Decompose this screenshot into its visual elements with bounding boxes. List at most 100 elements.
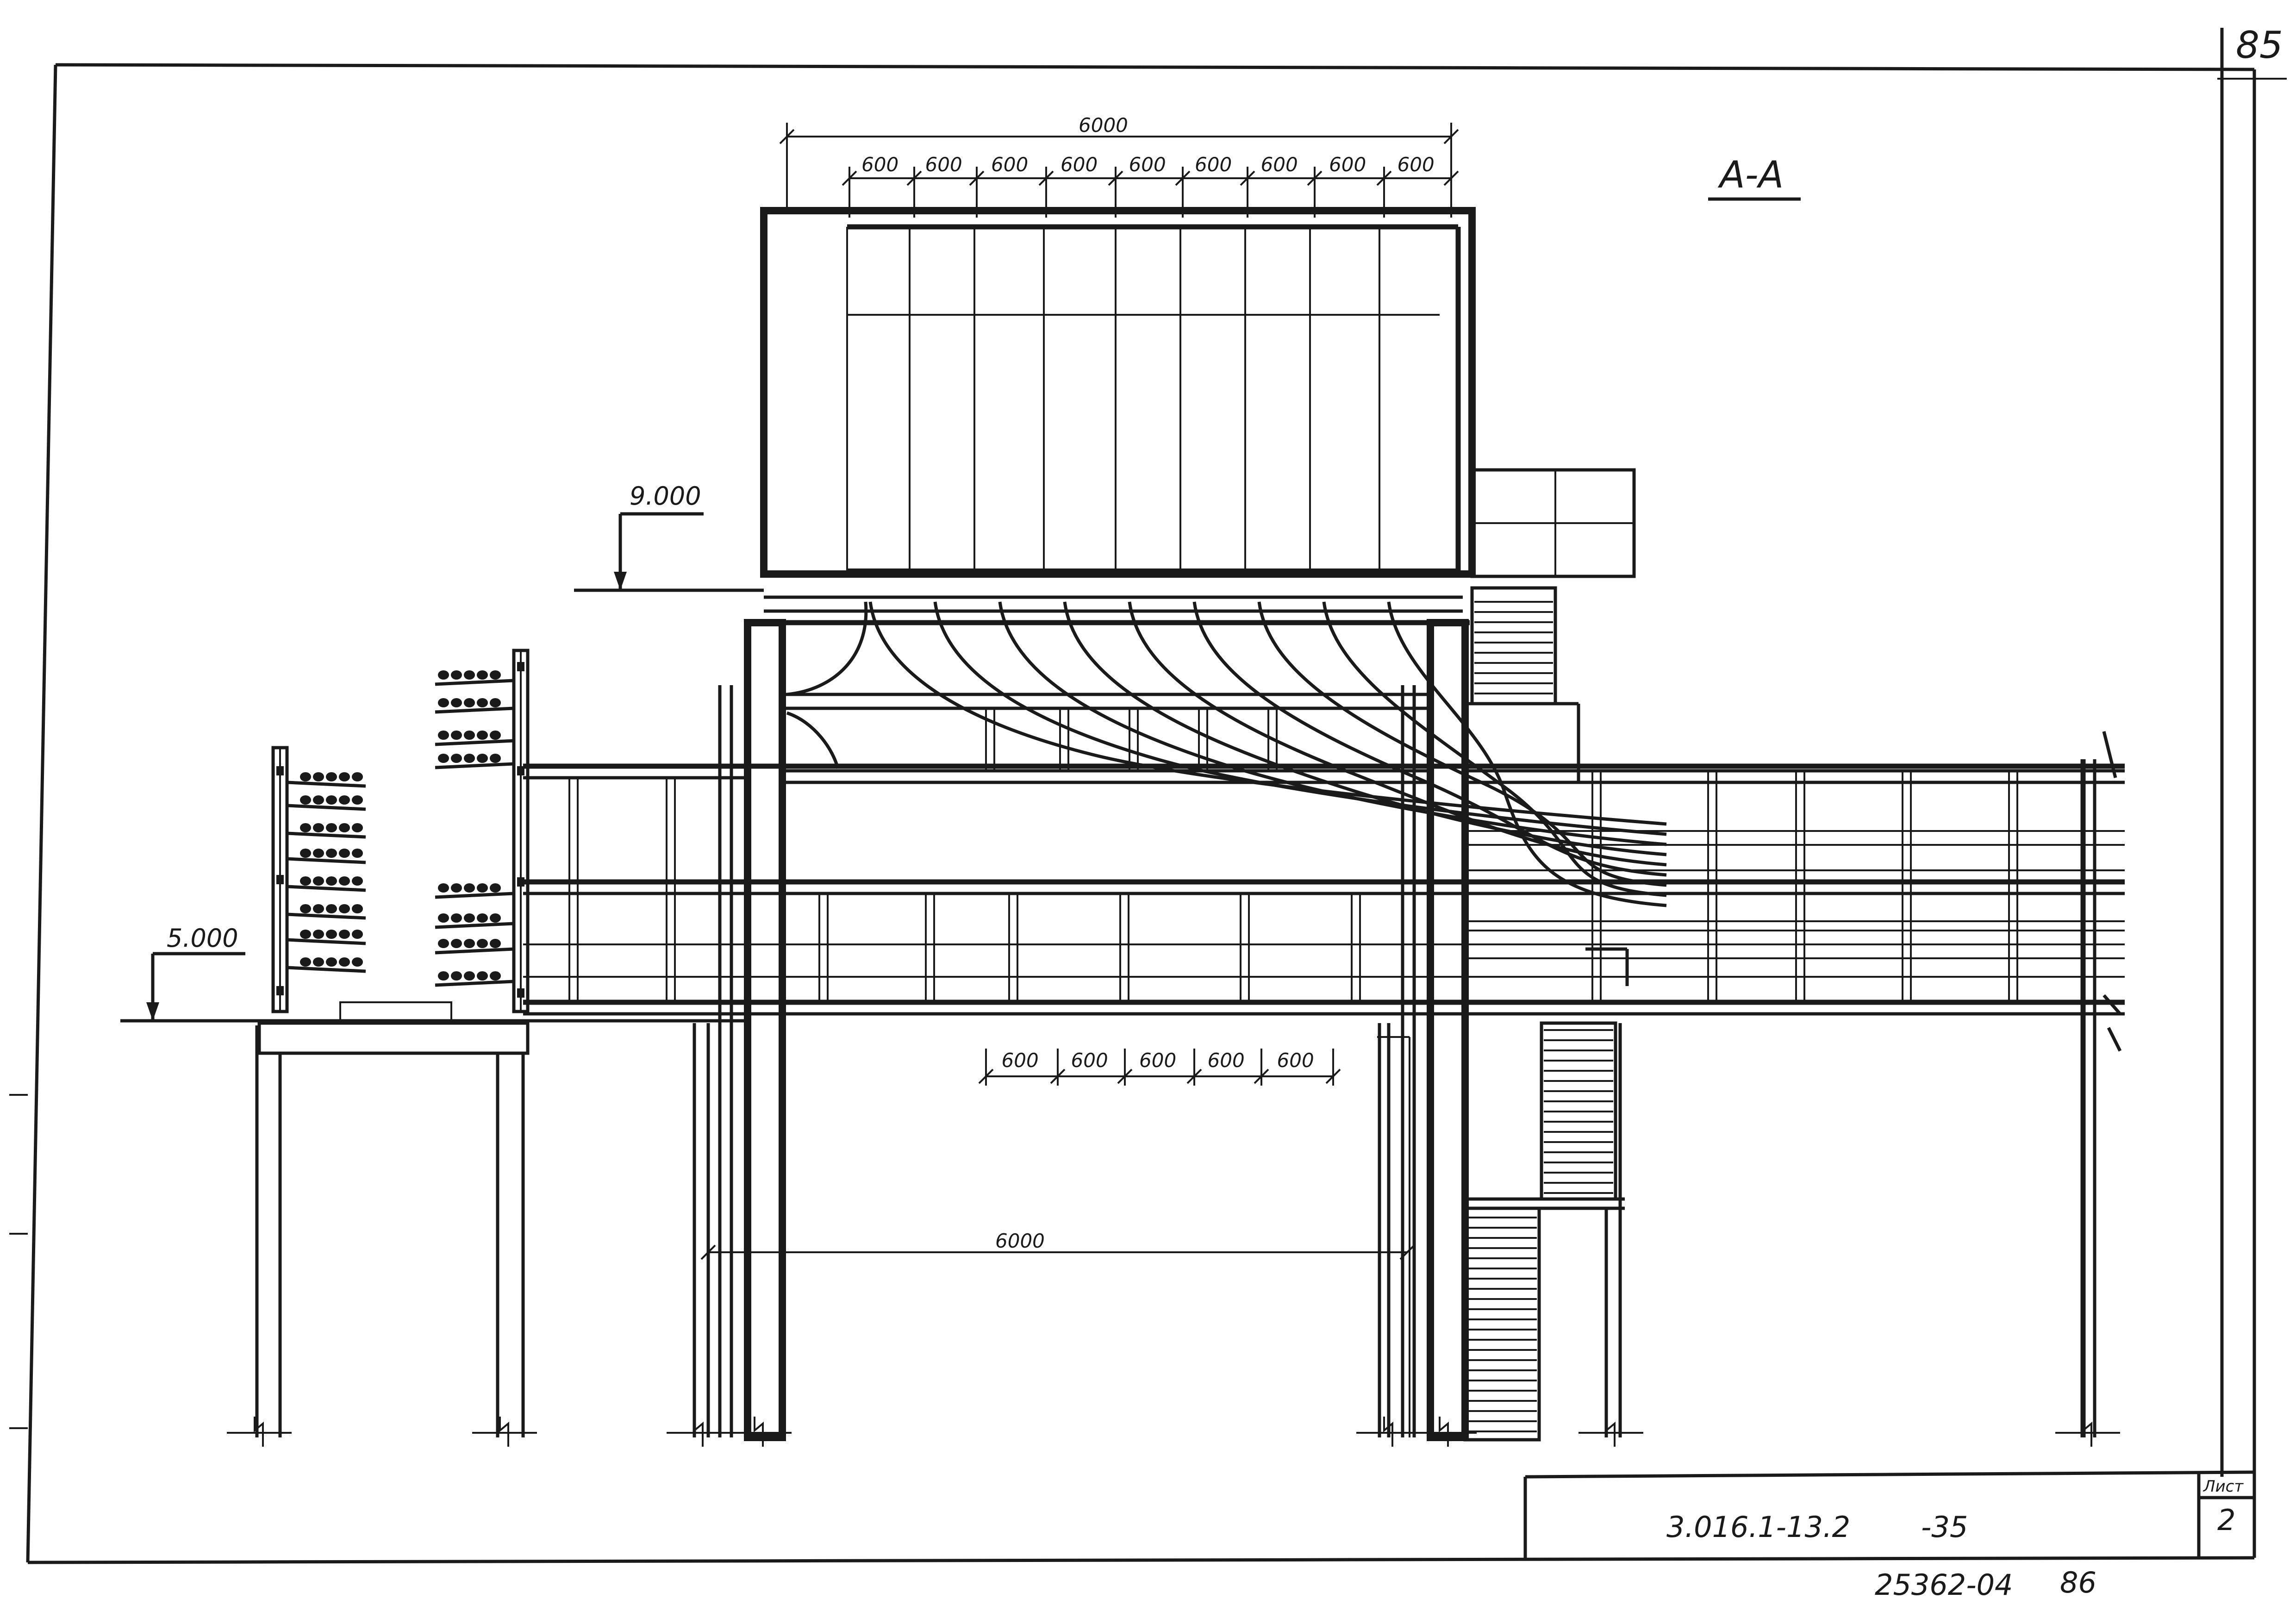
break-mark (693, 1417, 704, 1447)
insulator-disc (339, 772, 350, 781)
insulator-disc (477, 939, 488, 948)
insulator-disc (352, 795, 363, 805)
insulator-disc (464, 754, 475, 763)
sheet-frame (9, 28, 2287, 1564)
cable (1128, 601, 1667, 867)
insulator-disc (339, 849, 350, 858)
archive-number: 25362-04 (1875, 1568, 2013, 1602)
insulator-disc (451, 971, 462, 981)
insulator-disc (300, 849, 311, 858)
insulator-disc (438, 754, 449, 763)
title-block: 3.016.1-13.2 -35 Лист 2 (1523, 1470, 2255, 1558)
insulator-disc (451, 883, 462, 893)
insulator-disc (477, 971, 488, 981)
dim-mid-spacing-label: 600 (1002, 1049, 1039, 1072)
insulator-disc (326, 957, 337, 967)
insulator-post-left (271, 746, 366, 1013)
document-code: 3.016.1-13.2 (1666, 1510, 1850, 1544)
cable (998, 601, 1667, 846)
dim-top-spacing-label: 600 (1329, 153, 1366, 176)
dim-top-spacing-label: 600 (991, 153, 1028, 176)
insulator-disc (438, 913, 449, 923)
insulator-bracket (435, 762, 514, 769)
insulator-disc (464, 731, 475, 740)
right-end-hooks (2102, 731, 2122, 1052)
insulator-disc (477, 698, 488, 707)
level-mark-upper: 9.000 (574, 481, 764, 592)
break-mark (1383, 1417, 1393, 1447)
insulator-bracket (287, 938, 366, 945)
insulator-disc (313, 876, 324, 886)
insulator-disc (326, 876, 337, 886)
insulator-disc (464, 939, 475, 948)
cable (933, 601, 1667, 836)
upper-panel (760, 207, 1476, 578)
insulator-disc (339, 876, 350, 886)
insulator-bracket (287, 831, 366, 839)
insulator-disc (490, 698, 501, 707)
insulator-disc (339, 795, 350, 805)
insulator-disc (451, 698, 462, 707)
insulator-disc (490, 939, 501, 948)
insulator-disc (451, 913, 462, 923)
insulator-disc (313, 904, 324, 913)
dim-top-spacing-label: 600 (861, 153, 898, 176)
insulator-disc (326, 772, 337, 781)
insulator-disc (352, 823, 363, 832)
break-mark (254, 1417, 264, 1447)
insulator-disc (352, 849, 363, 858)
insulator-disc (300, 823, 311, 832)
insulator-disc (438, 939, 449, 948)
break-mark (499, 1417, 509, 1447)
insulator-disc (352, 904, 363, 913)
insulator-disc (339, 930, 350, 939)
archive-page: 86 (2060, 1566, 2096, 1599)
dim-top-spacing-label: 600 (1061, 153, 1098, 176)
page-number-top: 85 (2236, 24, 2283, 67)
insulator-bracket (435, 739, 514, 746)
dim-mid-spacing-label: 600 (1071, 1049, 1108, 1072)
insulator-disc (326, 795, 337, 805)
dim-top-spacing-label: 600 (1129, 153, 1166, 176)
dim-mid-spacing-label: 600 (1208, 1049, 1245, 1072)
horizontal-rack (523, 708, 2125, 1437)
insulator-disc (477, 883, 488, 893)
insulator-disc (490, 754, 501, 763)
dim-top-overall-label: 6000 (1079, 114, 1128, 137)
insulator-disc (477, 913, 488, 923)
insulator-disc (438, 698, 449, 707)
side-cabinet (1470, 468, 1636, 578)
cable-bundle (786, 601, 1667, 907)
insulator-disc (438, 883, 449, 893)
insulator-bracket (287, 966, 366, 973)
document-suffix: -35 (1921, 1510, 1968, 1544)
insulator-disc (438, 971, 449, 981)
insulator-disc (326, 930, 337, 939)
dim-mid-spacing-label: 600 (1277, 1049, 1314, 1072)
sheet-number: 2 (2217, 1503, 2235, 1537)
insulator-disc (490, 670, 501, 680)
insulator-disc (339, 823, 350, 832)
insulator-bracket (287, 781, 366, 788)
insulator-disc (490, 883, 501, 893)
insulator-disc (490, 913, 501, 923)
dim-top-spacing-label: 600 (1398, 153, 1435, 176)
insulator-disc (438, 670, 449, 680)
insulator-disc (451, 670, 462, 680)
insulator-disc (464, 698, 475, 707)
sheet-label: Лист (2202, 1477, 2244, 1496)
cable (1322, 601, 1667, 897)
insulator-disc (477, 731, 488, 740)
insulator-disc (313, 849, 324, 858)
insulator-disc (352, 930, 363, 939)
main-columns (693, 595, 1470, 1441)
cable (1257, 601, 1667, 887)
insulator-disc (313, 823, 324, 832)
insulator-bracket (287, 804, 366, 811)
insulator-disc (326, 904, 337, 913)
insulator-disc (300, 795, 311, 805)
insulator-bracket (287, 912, 366, 920)
break-mark (1439, 1417, 1449, 1447)
